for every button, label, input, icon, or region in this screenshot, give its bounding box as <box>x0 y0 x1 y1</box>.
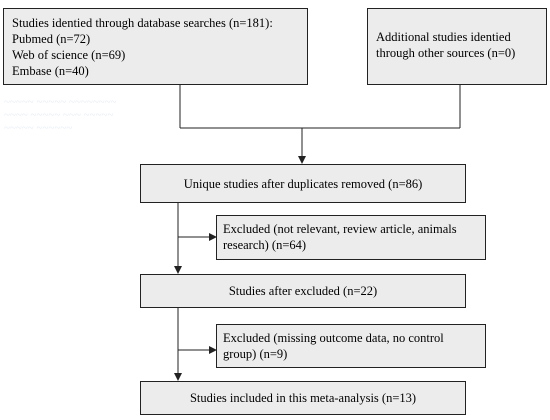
excluded-1-line-2: research) (n=64) <box>223 238 307 252</box>
excluded-box-2: Excluded (missing outcome data, no contr… <box>216 324 486 368</box>
unique-studies-label: Unique studies after duplicates removed … <box>183 176 423 191</box>
excluded-box-1: Excluded (not relevant, review article, … <box>216 215 486 260</box>
search-box-line-3: Web of science (n=69) <box>12 48 126 62</box>
search-box-line-2: Pubmed (n=72) <box>12 32 91 46</box>
search-box-line-4: Embase (n=40) <box>12 64 89 78</box>
studies-after-excluded-label: Studies after excluded (n=22) <box>228 284 378 298</box>
other-sources-line-2: through other sources (n=0) <box>376 46 516 60</box>
search-box-line-1: Studies identied through database search… <box>12 16 273 30</box>
unique-studies-box: Unique studies after duplicates removed … <box>140 164 466 203</box>
excluded-2-line-1: Excluded (missing outcome data, no contr… <box>223 331 444 345</box>
excluded-1-line-1: Excluded (not relevant, review article, … <box>223 222 457 236</box>
other-sources-line-1: Additional studies identied <box>376 30 511 44</box>
studies-after-excluded-box: Studies after excluded (n=22) <box>140 274 466 308</box>
database-search-box: Studies identied through database search… <box>3 8 308 85</box>
excluded-2-line-2: group) (n=9) <box>223 347 288 361</box>
background-texture: ~~~~~ ~~~~~ ~~~~~~~~~~~~ ~~~~~ ~~~ ~~~~~… <box>4 96 117 134</box>
other-sources-box: Additional studies identied through othe… <box>367 8 547 85</box>
studies-included-box: Studies included in this meta-analysis (… <box>140 381 466 415</box>
studies-included-label: Studies included in this meta-analysis (… <box>189 391 417 405</box>
